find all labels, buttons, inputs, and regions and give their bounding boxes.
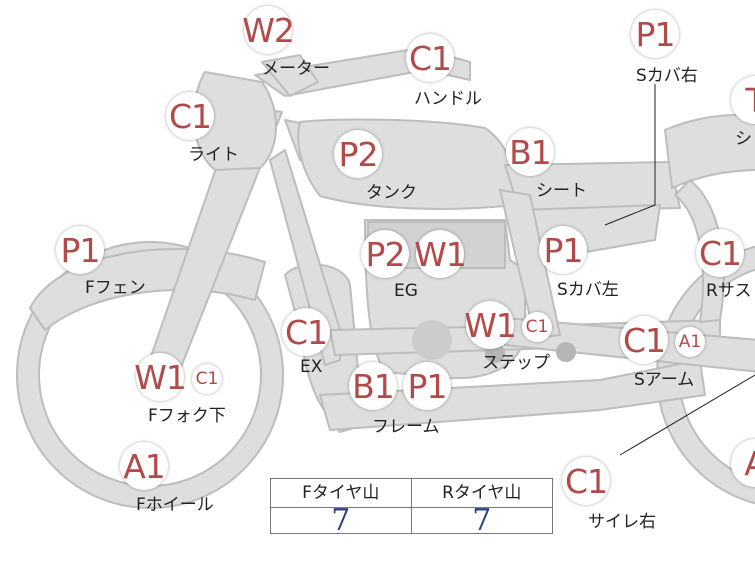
silencer-right-label: サイレ右 — [588, 512, 656, 532]
handle-code-badge: C1 — [406, 34, 454, 82]
front-tire-value: 7 — [271, 506, 412, 536]
front-wheel-label: Fホイール — [136, 495, 214, 515]
side-cover-left-code-badge: P1 — [539, 226, 587, 274]
front-fender-label: Fフェン — [85, 278, 146, 298]
meter-label: メーター — [262, 59, 330, 79]
exhaust-code-badge: C1 — [282, 308, 330, 356]
silencer-right-code-badge: C1 — [562, 457, 610, 505]
seat-label: シート — [536, 181, 587, 201]
side-cover-right-code-badge: P1 — [631, 10, 679, 58]
step-code-badge: W1 — [464, 301, 517, 349]
front-fork-code-badge: W1 — [134, 353, 187, 401]
tire-tread-table: Fタイヤ山 Rタイヤ山 7 7 — [270, 478, 553, 538]
tank-code-badge: P2 — [334, 130, 382, 178]
frame-code-badge: B1 — [349, 362, 397, 410]
seat-code-badge: B1 — [506, 128, 554, 176]
frame-code2-badge: P1 — [403, 362, 451, 410]
rear-tire-header: Rタイヤ山 — [411, 479, 552, 508]
step-label: ステップ — [482, 353, 550, 373]
light-code-badge: C1 — [166, 92, 214, 140]
rear-suspension-code-badge: C1 — [696, 229, 744, 277]
tail-label: シ — [735, 129, 752, 149]
exhaust-label: EX — [300, 357, 323, 377]
front-fork-label: Fフォク下 — [148, 406, 226, 426]
swing-arm-code-small-badge: A1 — [675, 327, 705, 357]
front-tire-header: Fタイヤ山 — [271, 479, 412, 508]
swing-arm-code-badge: C1 — [620, 316, 668, 364]
engine-label: EG — [394, 281, 418, 301]
meter-code-badge: W2 — [242, 6, 295, 54]
front-wheel-code-badge: A1 — [120, 442, 168, 490]
side-cover-right-label: Sカバ右 — [636, 66, 698, 86]
rear-tire-value: 7 — [472, 503, 492, 538]
front-fender-code-badge: P1 — [56, 226, 104, 274]
engine-code2-badge: W1 — [414, 230, 467, 278]
tank-label: タンク — [366, 183, 417, 203]
light-label: ライト — [188, 145, 239, 165]
front-fork-code-small-badge: C1 — [192, 364, 222, 394]
step-code-small-badge: C1 — [522, 312, 552, 342]
engine-code-badge: P2 — [361, 230, 409, 278]
side-cover-left-label: Sカバ左 — [557, 280, 619, 300]
handle-label: ハンドル — [414, 89, 482, 109]
rear-suspension-label: Rサス — [706, 281, 752, 301]
frame-label: フレーム — [372, 417, 440, 437]
swing-arm-label: Sアーム — [634, 370, 695, 390]
